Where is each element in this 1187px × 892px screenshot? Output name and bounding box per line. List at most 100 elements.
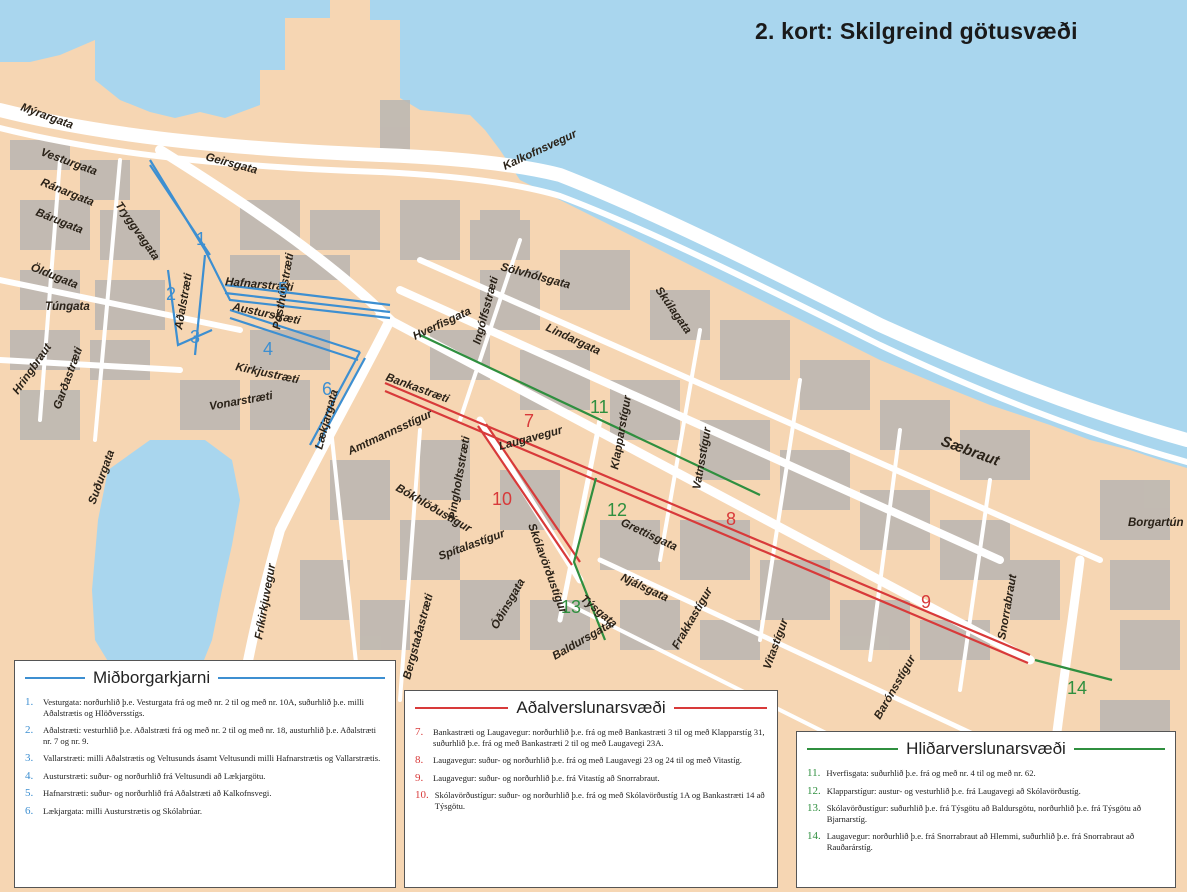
legend-item-text: Skólavörðustígur: suður- og norðurhlið þ… — [434, 790, 765, 811]
legend-item-number: 9. — [415, 771, 424, 784]
building-block — [1110, 560, 1170, 610]
legend-list: 1. Vesturgata: norðurhlið þ.e. Vesturgata… — [15, 695, 395, 816]
legend-list: 11. Hverfisgata: suðurhlið þ.e. frá og me… — [797, 766, 1175, 852]
building-block — [310, 210, 380, 250]
legend-line — [673, 707, 768, 709]
zones-adalverslunarsvaedi — [384, 381, 1031, 665]
legend-item-number: 5. — [25, 787, 34, 799]
building-block — [1120, 620, 1180, 670]
building-block — [400, 200, 460, 260]
street-label: Borgartún — [1128, 517, 1184, 529]
legend-item-text: Skólavörðustígur: suðurhlið þ.e. frá Týs… — [826, 803, 1142, 824]
zone-number-12: 12 — [607, 500, 627, 520]
legend-item-text: Hafnarstræti: suður- og norðurhlið frá A… — [43, 788, 272, 798]
legend-line — [1073, 748, 1166, 750]
legend-item: 14.Laugavegur: norðurhlið þ.e. frá Snorr… — [807, 831, 1165, 852]
legend-item-text: Vallarstræti: milli Aðalstrætis og Veltu… — [43, 753, 381, 763]
legend-item: 8.Laugavegur: suður- og norðurhlið þ.e. … — [415, 755, 767, 766]
zone-number-5: 5 — [278, 279, 288, 299]
legend-item: 1. Vesturgata: norðurhlið þ.e. Vesturgata… — [25, 697, 385, 718]
legend-item: 9.Laugavegur: suður- og norðurhlið þ.e. … — [415, 771, 767, 784]
legend-item-number: 1. — [25, 696, 34, 708]
building-block — [800, 360, 870, 410]
building-block — [960, 430, 1030, 480]
legend-item-text: Laugavegur: suður- og norðurhlið þ.e. fr… — [433, 755, 742, 765]
building-block — [460, 580, 520, 640]
legend-line — [25, 677, 85, 679]
building-block — [700, 620, 760, 660]
building-block — [80, 160, 130, 200]
building-block — [480, 210, 520, 240]
legend-item-text: Aðalstræti: vesturhlið þ.e. Aðalstræti f… — [43, 725, 376, 746]
building-block — [250, 330, 330, 370]
building-block — [1010, 560, 1060, 620]
zone-number-11: 11 — [590, 397, 609, 417]
legend-item-number: 3. — [25, 752, 34, 764]
zone-number-8: 8 — [726, 509, 736, 529]
zone-number-10: 10 — [492, 489, 512, 509]
legend-line — [415, 707, 509, 709]
zone-number-7: 7 — [524, 411, 534, 431]
building-block — [920, 620, 990, 660]
zone-number-14: 14 — [1067, 678, 1087, 698]
legend-item-number: 10. — [415, 789, 429, 801]
legend-item-text: Hverfisgata: suðurhlið þ.e. frá og með n… — [826, 768, 1036, 778]
legend-header: Miðborgarkjarni — [15, 661, 395, 695]
building-block — [600, 520, 660, 570]
legend-item: 7. Bankastræti og Laugavegur: norðurhlið … — [415, 727, 767, 748]
zone-number-2: 2 — [166, 284, 176, 304]
legend-item: 12.Klapparstígur: austur- og vesturhlið … — [807, 785, 1165, 797]
zones-hlidarverslunarsvaedi — [419, 334, 1113, 682]
map-title: 2. kort: Skilgreind götusvæði — [755, 18, 1078, 44]
legend-item: 6. Lækjargata: milli Austurstrætis og Skó… — [25, 804, 385, 817]
building-block — [420, 440, 470, 500]
zone-number-3: 3 — [190, 327, 200, 347]
legend-list: 7. Bankastræti og Laugavegur: norðurhlið … — [405, 725, 777, 811]
legend-item-number: 11. — [807, 767, 821, 779]
legend-item: 11. Hverfisgata: suðurhlið þ.e. frá og me… — [807, 768, 1165, 779]
building-block — [620, 600, 680, 650]
legend-midborgarkjarni: Miðborgarkjarni 1. Vesturgata: norðurhlið… — [14, 660, 396, 888]
street-label: Túngata — [45, 301, 90, 313]
zone-number-13: 13 — [561, 597, 581, 617]
zones-midborgarkjarni — [149, 159, 391, 449]
building-block — [880, 400, 950, 450]
building-block — [300, 560, 350, 620]
legend-item: 5. Hafnarstræti: suður- og norðurhlið frá… — [25, 788, 385, 799]
building-block — [680, 520, 750, 580]
legend-item-text: Austurstræti: suður- og norðurhlið frá V… — [43, 770, 266, 781]
legend-title: Aðalverslunarsvæði — [516, 698, 666, 717]
pier — [330, 18, 370, 24]
zone-number-6: 6 — [322, 379, 332, 399]
legend-item-number: 2. — [25, 724, 34, 736]
building-block — [1100, 480, 1170, 540]
legend-item: 10. Skólavörðustígur: suður- og norðurhli… — [415, 790, 767, 811]
legend-item: 4. Austurstræti: suður- og norðurhlið frá… — [25, 769, 385, 782]
building-block — [180, 380, 240, 430]
zone-number-1: 1 — [196, 229, 206, 249]
building-block — [230, 255, 280, 285]
legend-item-number: 6. — [25, 804, 34, 817]
legend-item-text: Bankastræti og Laugavegur: norðurhlið þ.… — [433, 727, 765, 748]
legend-item: 3. Vallarstræti: milli Aðalstrætis og Vel… — [25, 753, 385, 764]
lake-tjornin — [92, 440, 240, 672]
legend-item-number: 14. — [807, 830, 821, 842]
legend-item-text: Lækjargata: milli Austurstrætis og Skóla… — [43, 805, 203, 816]
legend-header: Aðalverslunarsvæði — [405, 691, 777, 725]
legend-item: 2. Aðalstræti: vesturhlið þ.e. Aðalstræti… — [25, 725, 385, 746]
legend-item-text: Vesturgata: norðurhlið þ.e. Vesturgata f… — [43, 697, 365, 718]
pier — [362, 18, 370, 123]
legend-item-number: 4. — [25, 769, 34, 782]
zone-number-4: 4 — [263, 339, 273, 359]
zone-number-9: 9 — [921, 592, 931, 612]
ocean-water — [330, 0, 1187, 468]
building-block — [720, 320, 790, 380]
legend-item-number: 13. — [807, 802, 821, 814]
legend-item-number: 7. — [415, 726, 424, 738]
building-block — [360, 600, 410, 650]
legend-header: Hliðarverslunarsvæði — [797, 732, 1175, 766]
harbour-water — [95, 0, 330, 118]
legend-item-text: Klapparstígur: austur- og vesturhlið þ.e… — [826, 785, 1081, 796]
legend-line — [218, 677, 385, 679]
